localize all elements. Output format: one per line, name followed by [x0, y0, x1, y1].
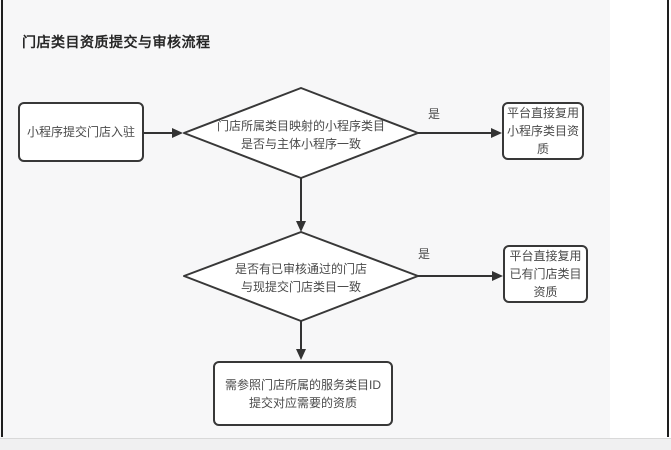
node-reuse-store-line1: 平台直接复用: [509, 249, 582, 263]
window-right-border: [667, 0, 669, 437]
node-reuse-mp-line3: 质: [536, 142, 549, 156]
arrowhead-decision2-to-reuse-store: [492, 271, 503, 281]
decision2-line2: 与现提交门店类目一致: [240, 280, 361, 294]
decision1-text: 门店所属类目映射的小程序类目 是否与主体小程序一致: [183, 117, 419, 153]
arrowhead-decision1-to-reuse-mp: [491, 128, 502, 138]
decision2-text: 是否有已审核通过的门店 与现提交门店类目一致: [184, 260, 418, 296]
arrowhead-decision1-to-decision2: [296, 221, 306, 232]
node-reuse-store-line3: 资质: [533, 285, 558, 299]
edge-label-yes1: 是: [428, 107, 441, 121]
decision1-line2: 是否与主体小程序一致: [240, 137, 361, 151]
decision2-line1: 是否有已审核通过的门店: [234, 262, 367, 276]
edge-label-yes2: 是: [418, 247, 431, 261]
node-reuse-mp-line2: 小程序类目资: [506, 124, 579, 138]
node-start: 小程序提交门店入驻: [18, 102, 144, 162]
node-reuse-mp-line1: 平台直接复用: [506, 106, 579, 120]
node-reuse-store-qualification: 平台直接复用已有门店类目资质: [503, 245, 588, 303]
node-reuse-mp-qualification: 平台直接复用小程序类目资质: [502, 102, 584, 160]
arrowhead-decision2-to-submit: [296, 349, 306, 360]
node-reuse-store-line2: 已有门店类目: [509, 267, 582, 281]
arrowhead-start-to-decision1: [172, 128, 183, 138]
node-submit-line1: 需参照门店所属的服务类目ID: [224, 377, 381, 392]
node-start-label: 小程序提交门店入驻: [26, 125, 135, 139]
node-reuse-mp-label: 平台直接复用小程序类目资质: [507, 104, 579, 158]
node-submit-line2: 提交对应需要的资质: [248, 395, 357, 410]
window-left-border: [1, 0, 3, 437]
page-title: 门店类目资质提交与审核流程: [22, 34, 211, 50]
node-reuse-store-label: 平台直接复用已有门店类目资质: [509, 247, 581, 301]
node-submit-label: 需参照门店所属的服务类目ID 提交对应需要的资质: [225, 376, 381, 412]
bottom-scrollbar-area: [0, 438, 671, 450]
decision1-line1: 门店所属类目映射的小程序类目: [216, 119, 385, 133]
node-submit-qualification: 需参照门店所属的服务类目ID 提交对应需要的资质: [213, 361, 393, 426]
